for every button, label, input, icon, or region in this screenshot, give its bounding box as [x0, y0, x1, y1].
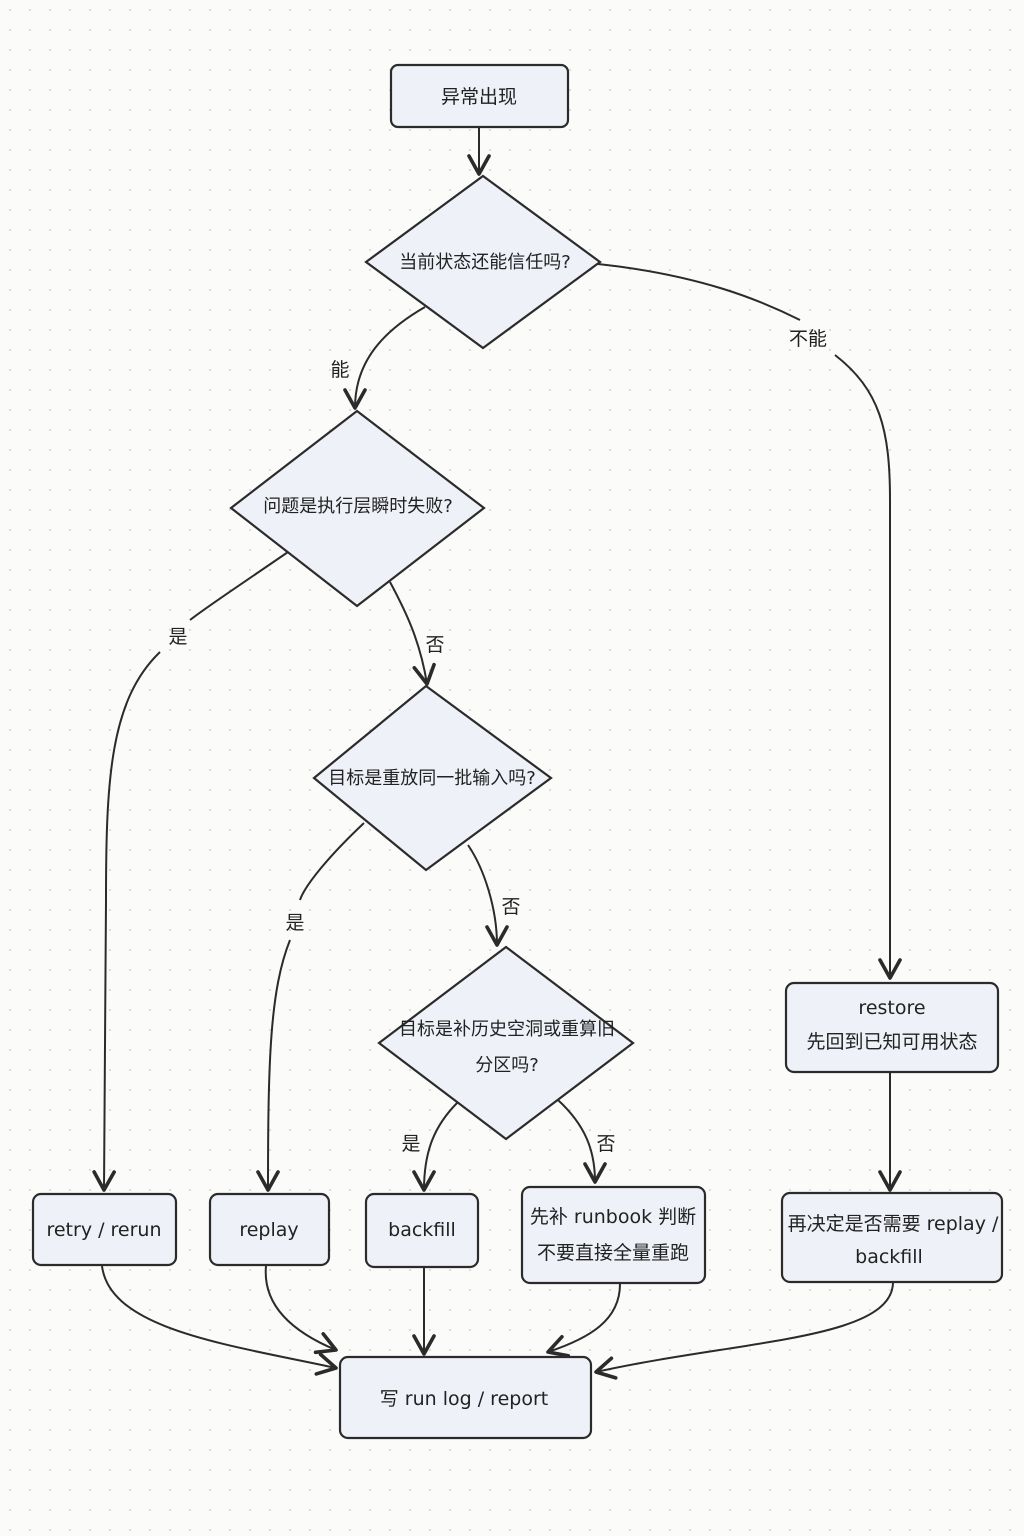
decision-replay-label: 目标是重放同一批输入吗? — [328, 768, 536, 789]
node-runbook[interactable]: 先补 runbook 判断 不要直接全量重跑 — [520, 1185, 707, 1285]
node-retry-label: retry / rerun — [46, 1219, 161, 1241]
node-runbook-line1: 先补 runbook 判断 — [530, 1206, 696, 1228]
node-backfill-label: backfill — [388, 1219, 456, 1241]
edge-backfill-no — [557, 1099, 607, 1184]
decision-trust-label: 当前状态还能信任吗? — [399, 252, 571, 273]
node-restore[interactable]: restore 先回到已知可用状态 — [784, 981, 1000, 1074]
edge-trust-no — [597, 263, 890, 978]
edge-label-replay-no: 否 — [501, 896, 520, 918]
edge-decide-to-report — [594, 1281, 894, 1380]
decision-backfill[interactable]: 目标是补历史空洞或重算旧 分区吗? — [377, 945, 635, 1141]
node-report-label: 写 run log / report — [380, 1388, 548, 1410]
edge-replay-to-report — [264, 1265, 338, 1355]
node-restore-line2: 先回到已知可用状态 — [806, 1031, 977, 1053]
decision-backfill-label-line1: 目标是补历史空洞或重算旧 — [399, 1019, 615, 1040]
edges — [101, 128, 894, 1380]
edge-trust-yes — [343, 306, 426, 410]
edge-label-trust-no: 不能 — [789, 328, 827, 350]
edge-backfill-yes — [412, 1101, 459, 1192]
node-runbook-line2: 不要直接全量重跑 — [537, 1242, 689, 1264]
node-retry[interactable]: retry / rerun — [31, 1192, 178, 1267]
edge-retry-to-report — [101, 1265, 338, 1376]
node-decide-line2: backfill — [855, 1246, 923, 1268]
decision-transient[interactable]: 问题是执行层瞬时失败? — [229, 409, 486, 608]
node-start[interactable]: 异常出现 — [389, 63, 570, 129]
node-replay-label: replay — [239, 1219, 298, 1241]
node-backfill[interactable]: backfill — [364, 1192, 480, 1269]
edge-replay-yes — [268, 822, 365, 1190]
decision-transient-label: 问题是执行层瞬时失败? — [263, 496, 453, 517]
decision-backfill-label-line2: 分区吗? — [475, 1055, 539, 1076]
node-start-label: 异常出现 — [441, 86, 517, 108]
node-decide-line1: 再决定是否需要 replay / — [788, 1213, 999, 1235]
node-decide[interactable]: 再决定是否需要 replay / backfill — [780, 1191, 1004, 1284]
edge-labels: 能 不能 是 否 是 否 是 否 — [168, 328, 827, 1155]
edge-transient-yes — [104, 551, 289, 1190]
edge-label-transient-yes: 是 — [168, 626, 187, 648]
edge-replay-no — [467, 844, 509, 947]
edge-runbook-to-report — [546, 1283, 621, 1358]
decision-replay[interactable]: 目标是重放同一批输入吗? — [312, 684, 553, 872]
edge-transient-no — [389, 581, 436, 686]
edge-label-backfill-yes: 是 — [401, 1133, 420, 1155]
edge-label-trust-yes: 能 — [330, 359, 349, 381]
edge-label-transient-no: 否 — [425, 634, 444, 656]
edge-label-replay-yes: 是 — [285, 912, 304, 934]
decision-trust[interactable]: 当前状态还能信任吗? — [364, 174, 602, 350]
edge-label-backfill-no: 否 — [596, 1133, 615, 1155]
node-report[interactable]: 写 run log / report — [338, 1355, 593, 1440]
node-restore-line1: restore — [858, 997, 925, 1019]
node-replay[interactable]: replay — [208, 1192, 331, 1267]
